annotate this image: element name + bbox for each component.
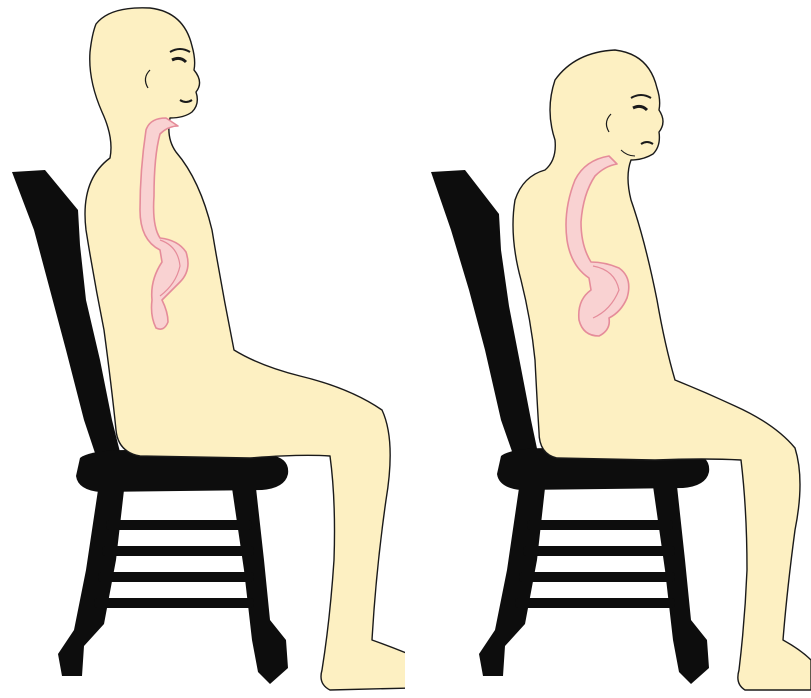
chair-rung (515, 598, 675, 608)
chair-rung (102, 546, 254, 556)
chair-rung (523, 546, 675, 556)
upright-posture-panel (0, 0, 405, 698)
chair-front-leg (653, 486, 709, 684)
person-sitting-upright-icon (85, 8, 405, 690)
person-sitting-slouched-icon (513, 50, 811, 690)
upright-figure-svg (0, 0, 405, 698)
chair-rung (519, 572, 675, 582)
chair-front-leg (232, 488, 288, 684)
chair-back-leg (58, 490, 124, 676)
chair-rung (527, 520, 673, 530)
chair-rung (98, 572, 254, 582)
slouched-figure-svg (405, 0, 811, 698)
slouched-posture-panel (405, 0, 810, 698)
chair-rung (106, 520, 252, 530)
chair-rung (94, 598, 254, 608)
